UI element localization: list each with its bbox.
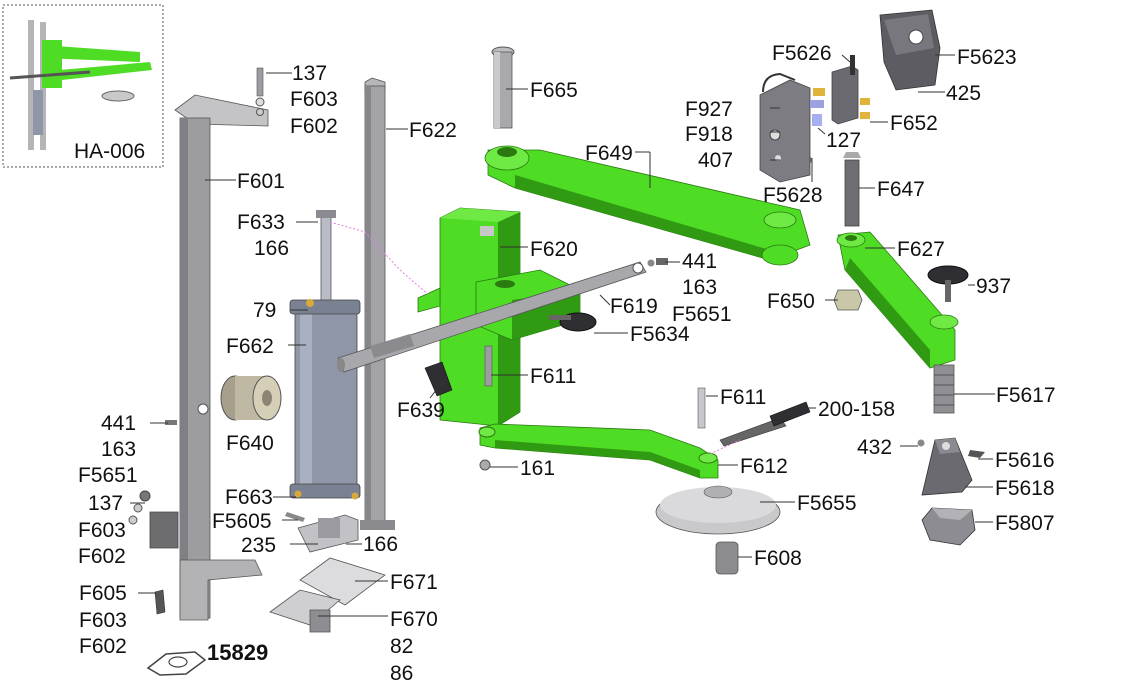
part-label: 163 bbox=[101, 438, 136, 461]
part-label: F647 bbox=[877, 178, 925, 201]
part-label: F602 bbox=[79, 635, 127, 658]
part-label: F649 bbox=[585, 142, 633, 165]
part-label: 82 bbox=[390, 635, 413, 658]
handle-200-158 bbox=[719, 401, 811, 447]
dashed-leaders bbox=[329, 221, 741, 455]
part-label: F5626 bbox=[772, 42, 832, 65]
part-label: F639 bbox=[397, 399, 445, 422]
clamp-f5807 bbox=[921, 507, 976, 546]
part-label: F622 bbox=[409, 119, 457, 142]
part-label: F603 bbox=[79, 609, 127, 632]
part-label: F5651 bbox=[78, 464, 138, 487]
part-label: F650 bbox=[767, 290, 815, 313]
part-label: 166 bbox=[254, 237, 289, 260]
pad-f5655 bbox=[655, 485, 781, 575]
block-f5626 bbox=[810, 55, 870, 126]
part-label: F633 bbox=[237, 211, 285, 234]
clamp-f5616 bbox=[921, 437, 985, 496]
part-label: F918 bbox=[685, 123, 733, 146]
part-label: 137 bbox=[292, 62, 327, 85]
inset-post bbox=[28, 20, 34, 150]
part-label: 166 bbox=[363, 533, 398, 556]
part-label: F603 bbox=[290, 88, 338, 111]
part-label: F663 bbox=[225, 486, 273, 509]
part-label: 163 bbox=[682, 276, 717, 299]
part-label: 432 bbox=[857, 436, 892, 459]
clip-15829 bbox=[146, 651, 207, 676]
part-label: F619 bbox=[610, 295, 658, 318]
part-label: F612 bbox=[740, 455, 788, 478]
part-label: F665 bbox=[530, 79, 578, 102]
inset-arm bbox=[42, 45, 140, 62]
inset-arm bbox=[60, 62, 152, 80]
leader-lines bbox=[130, 54, 995, 617]
base-plates bbox=[269, 514, 386, 633]
part-label: F670 bbox=[390, 608, 438, 631]
part-label: F627 bbox=[897, 238, 945, 261]
inset-block bbox=[42, 40, 62, 88]
pin-f665 bbox=[491, 46, 515, 129]
part-label: 161 bbox=[520, 457, 555, 480]
part-label: 937 bbox=[976, 275, 1011, 298]
part-label: 86 bbox=[390, 662, 413, 685]
hardware bbox=[128, 67, 969, 615]
part-label: F5618 bbox=[995, 477, 1055, 500]
bumper-f640 bbox=[220, 375, 282, 421]
part-label: 200-158 bbox=[818, 398, 895, 421]
inset-cylinder bbox=[33, 90, 43, 135]
part-label: F5605 bbox=[212, 510, 272, 533]
part-label: F5617 bbox=[996, 384, 1056, 407]
part-label: 407 bbox=[698, 149, 733, 172]
part-label: F5634 bbox=[630, 323, 690, 346]
cylinder-f662 bbox=[289, 210, 361, 500]
part-label: F662 bbox=[226, 335, 274, 358]
part-label: F602 bbox=[290, 115, 338, 138]
cover-f5623 bbox=[879, 9, 941, 91]
part-label: F605 bbox=[79, 582, 127, 605]
part-label: F5616 bbox=[995, 449, 1055, 472]
part-label: F601 bbox=[237, 170, 285, 193]
inset-label: HA-006 bbox=[74, 140, 145, 163]
part-label: 425 bbox=[946, 82, 981, 105]
part-label: F620 bbox=[530, 238, 578, 261]
part-label: F603 bbox=[78, 519, 126, 542]
part-label: F640 bbox=[226, 432, 274, 455]
part-label: F5655 bbox=[797, 492, 857, 515]
inset-rod bbox=[9, 70, 91, 80]
part-label: F671 bbox=[390, 571, 438, 594]
part-label: 127 bbox=[826, 129, 861, 152]
part-label: 137 bbox=[88, 492, 123, 515]
part-label: 79 bbox=[253, 299, 276, 322]
part-label: F5807 bbox=[995, 512, 1055, 535]
part-label: F5628 bbox=[763, 184, 823, 207]
arm-f649 bbox=[484, 145, 811, 266]
column-f622 bbox=[360, 77, 395, 530]
part-label: F5651 bbox=[672, 303, 732, 326]
inset-pad bbox=[101, 90, 135, 102]
part-label: 15829 bbox=[207, 640, 268, 665]
part-label: F602 bbox=[78, 545, 126, 568]
part-label: F608 bbox=[754, 547, 802, 570]
part-label: F5623 bbox=[957, 46, 1017, 69]
part-label: F611 bbox=[720, 386, 766, 409]
part-label: 441 bbox=[101, 412, 136, 435]
part-label: 441 bbox=[682, 250, 717, 273]
part-label: F652 bbox=[890, 112, 938, 135]
shaft-f619 bbox=[337, 261, 647, 373]
part-label: F927 bbox=[685, 98, 733, 121]
arm-f612 bbox=[478, 423, 719, 479]
arm-f627 bbox=[836, 231, 959, 414]
part-label: 235 bbox=[241, 534, 276, 557]
part-labels: 137 F603 F602 F622 F601 F633 166 79 F662… bbox=[78, 42, 1056, 685]
bracket-f918 bbox=[759, 72, 811, 183]
part-label: F611 bbox=[530, 365, 576, 388]
column-f601 bbox=[149, 94, 269, 621]
inset-thumbnail: HA-006 bbox=[2, 4, 164, 168]
